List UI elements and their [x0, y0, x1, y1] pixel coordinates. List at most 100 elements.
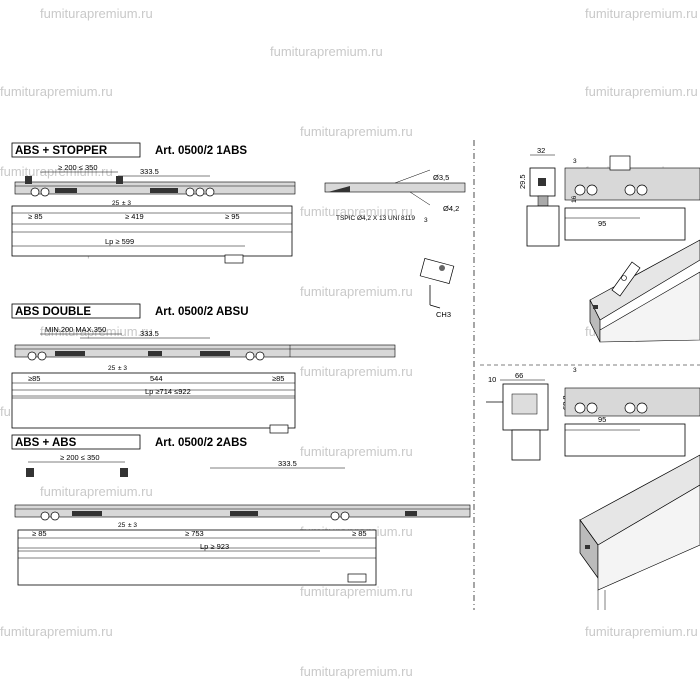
dim-ten: 10	[488, 375, 496, 384]
dim-lp: Lp ≥ 923	[200, 542, 229, 551]
hanger-bolt	[537, 195, 549, 207]
isometric-view-bottom	[579, 454, 700, 610]
watermark-text: fumiturapremium.ru	[0, 84, 113, 99]
section-title-box	[11, 303, 141, 319]
roller-wheel	[636, 184, 648, 196]
dim-travel: 333.5	[278, 459, 297, 468]
dim-95: 95	[598, 219, 606, 228]
dim-left: ≥ 85	[28, 212, 43, 221]
dim-right: ≥ 85	[352, 529, 367, 538]
section-article: Art. 0500/2 1ABS	[155, 145, 247, 157]
leader-line	[394, 169, 431, 184]
watermark-text: fumiturapremium.ru	[40, 484, 153, 499]
watermark-text: fumiturapremium.ru	[300, 664, 413, 679]
profile-core	[511, 393, 538, 415]
dim-mid: 544	[150, 374, 163, 383]
dim-vert: 25	[112, 200, 120, 207]
screw-three: 3	[424, 217, 428, 224]
watermark-text: fumiturapremium.ru	[40, 324, 153, 339]
section-title: ABS DOUBLE	[15, 306, 91, 318]
leader-line	[409, 191, 431, 206]
dim-w: 32	[537, 146, 545, 155]
dim-three: 3	[573, 367, 577, 374]
floor-guide	[224, 254, 244, 264]
dim-range: ≥ 200 ≤ 350	[60, 453, 100, 462]
roller-wheel	[574, 402, 586, 414]
dim-tol: ± 3	[128, 522, 137, 529]
door-side-panel	[564, 423, 686, 457]
watermark-text: fumiturapremium.ru	[585, 6, 698, 21]
roller-wheel	[624, 184, 636, 196]
section-title: ABS + STOPPER	[15, 145, 108, 157]
dim-tol: ± 3	[118, 365, 127, 372]
watermark-text: fumiturapremium.ru	[300, 364, 413, 379]
damper-unit	[405, 511, 417, 516]
roller-wheel	[185, 187, 195, 197]
screw-spec: TSPIC Ø4,2 X 13 UNI 8119	[336, 215, 415, 222]
roller-wheel	[340, 511, 350, 521]
damper-unit	[230, 511, 258, 516]
mounting-bracket	[609, 155, 631, 171]
watermark-text: fumiturapremium.ru	[585, 84, 698, 99]
dim-three: 3	[573, 158, 577, 165]
watermark-text: fumiturapremium.ru	[300, 124, 413, 139]
watermark-text: fumiturapremium.ru	[40, 6, 153, 21]
rail-side-profile	[564, 167, 700, 201]
watermark-text: fumiturapremium.ru	[0, 624, 113, 639]
dim-lp: Lp ≥714 ≤922	[145, 387, 191, 396]
roller-wheel	[586, 184, 598, 196]
section-title: ABS + ABS	[15, 437, 77, 449]
door-top-section	[526, 205, 560, 247]
roller-wheel	[50, 511, 60, 521]
door-side-panel	[564, 207, 686, 241]
screw-dia-1: Ø3,5	[433, 173, 449, 182]
dim-right: ≥85	[272, 374, 284, 383]
dim-travel: 333.5	[140, 329, 159, 338]
dim-right: ≥ 95	[225, 212, 240, 221]
bracket-part	[419, 257, 455, 285]
dim-left: ≥ 85	[32, 529, 47, 538]
dim-vert: 25	[118, 522, 126, 529]
dim-range: MIN.200 MAX.350	[45, 325, 106, 334]
dim-h: 29.5	[518, 174, 527, 189]
section-title-box	[11, 434, 141, 450]
stopper-block	[120, 468, 128, 477]
dim-travel: 333.5	[140, 167, 159, 176]
watermark-text: fumiturapremium.ru	[300, 444, 413, 459]
profile-core	[538, 178, 546, 186]
section-abs-stopper: ABS + STOPPER Art. 0500/2 1ABS ≥ 200 ≤ 3…	[11, 142, 296, 264]
dim-range: ≥ 200 ≤ 350	[58, 163, 98, 172]
section-abs-double: ABS DOUBLE Art. 0500/2 ABSU MIN.200 MAX.…	[11, 303, 396, 434]
roller-wheel	[27, 351, 37, 361]
dim-left: ≥85	[28, 374, 40, 383]
screw-dia-2: Ø4,2	[443, 204, 459, 213]
profile-cross-section-bottom: 10 66 68.8 3 95	[486, 367, 700, 461]
watermark-text: fumiturapremium.ru	[300, 284, 413, 299]
door-panel	[11, 205, 293, 257]
dim-mid: ≥ 419	[125, 212, 144, 221]
roller-wheel	[624, 402, 636, 414]
dim-w: 66	[515, 371, 523, 380]
door-top	[599, 271, 700, 343]
roller-wheel	[40, 511, 50, 521]
dim-mid: ≥ 753	[185, 529, 204, 538]
door-top	[597, 484, 700, 591]
roller-wheel	[574, 184, 586, 196]
wrench-size: CH3	[436, 310, 451, 319]
roller-wheel	[195, 187, 205, 197]
damper-unit	[148, 351, 162, 356]
watermark-text: fumiturapremium.ru	[270, 44, 383, 59]
screw-head	[439, 265, 445, 271]
profile-cross-section-top: 32 29.5 3 16 95	[518, 146, 700, 247]
roller-wheel	[330, 511, 340, 521]
section-abs-abs: ABS + ABS Art. 0500/2 2ABS ≥ 200 ≤ 350 3…	[11, 434, 471, 586]
watermark-text: fumiturapremium.ru	[0, 164, 113, 179]
watermark-text: fumiturapremium.ru	[300, 204, 413, 219]
stopper-block	[25, 176, 32, 184]
roller-wheel	[30, 187, 40, 197]
damper-unit	[72, 511, 102, 516]
isometric-view-top	[589, 239, 700, 343]
roller-wheel	[37, 351, 47, 361]
